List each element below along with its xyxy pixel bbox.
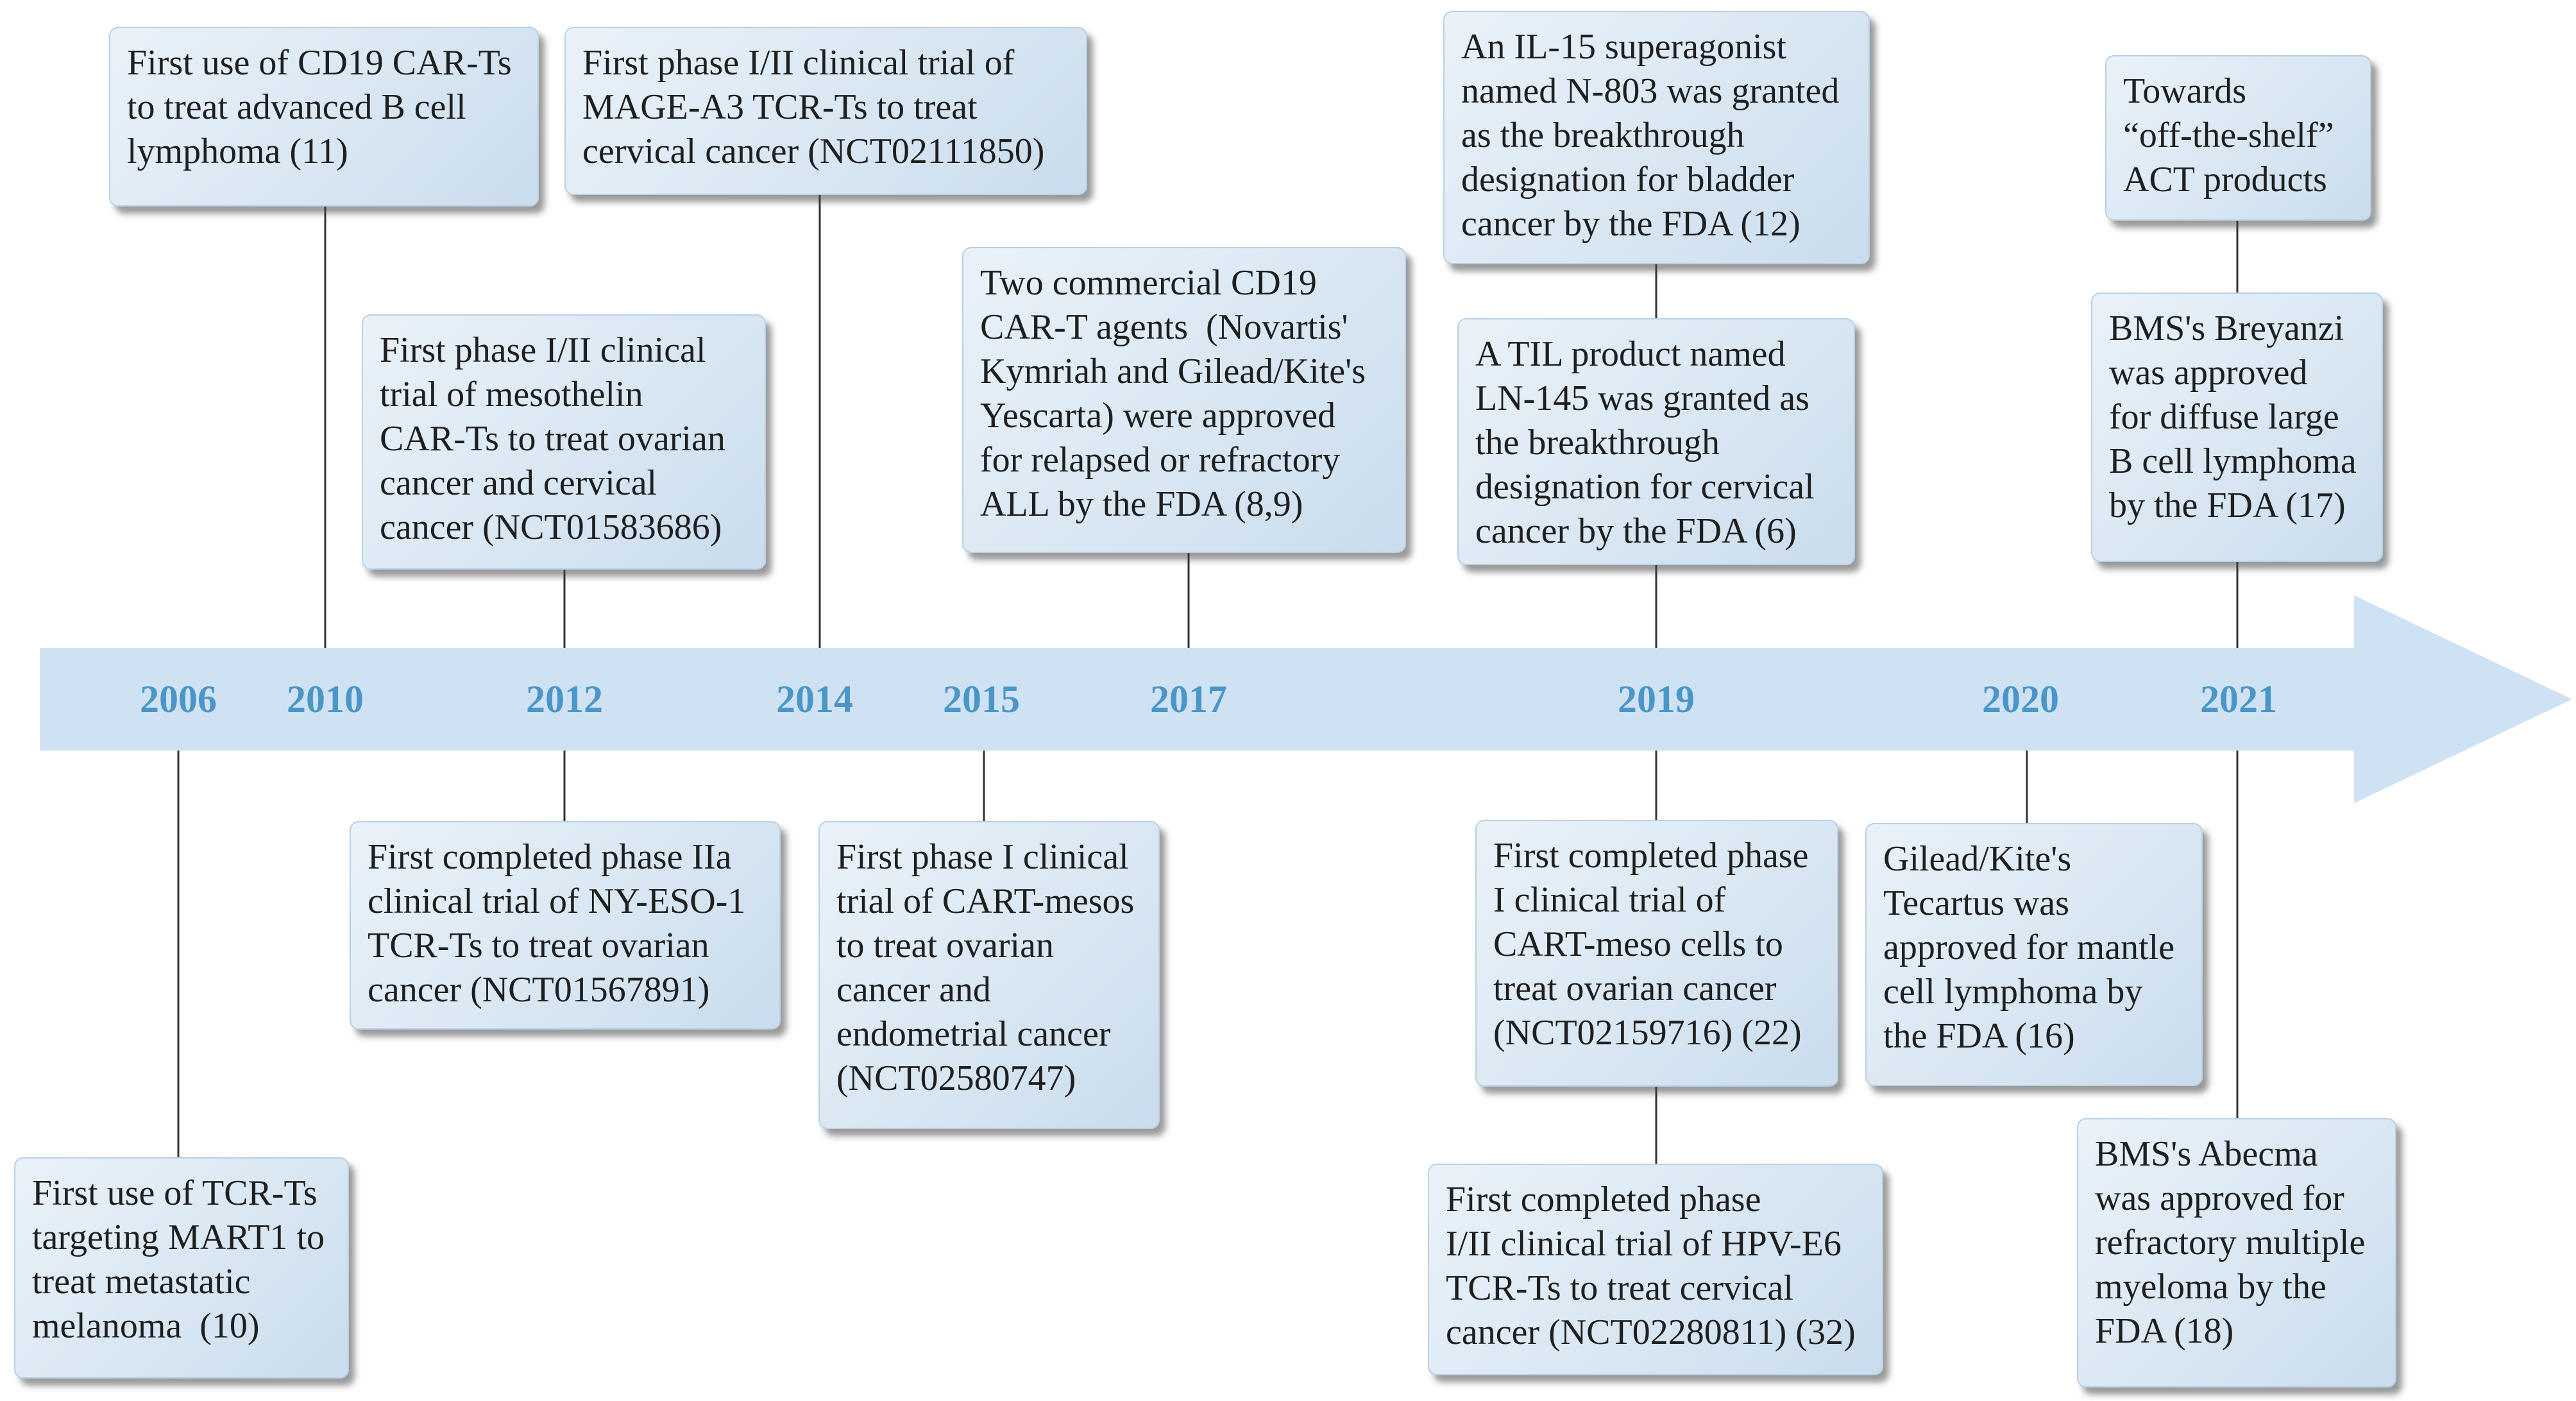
event-box-2006-mart1: First use of TCR-Ts targeting MART1 to t…: [14, 1157, 349, 1379]
year-label-2021: 2021: [2200, 678, 2277, 720]
event-box-2021-abecma: BMS's Abecma was approved for refractory…: [2077, 1118, 2396, 1388]
year-label-2006: 2006: [140, 678, 217, 720]
year-label-2019: 2019: [1618, 678, 1695, 720]
year-label-2014: 2014: [776, 678, 853, 720]
event-box-2012-ny-eso-1: First completed phase IIa clinical trial…: [350, 821, 781, 1030]
event-box-2019-hpv-e6: First completed phase I/II clinical tria…: [1428, 1164, 1883, 1375]
event-box-2019-il15: An IL-15 superagonist named N-803 was gr…: [1443, 11, 1870, 264]
event-box-2020-tecartus: Gilead/Kite's Tecartus was approved for …: [1865, 823, 2203, 1086]
event-box-2014-mage-a3: First phase I/II clinical trial of MAGE-…: [564, 27, 1087, 195]
year-label-2012: 2012: [526, 678, 603, 720]
year-label-2020: 2020: [1982, 678, 2059, 720]
event-box-2021-breyanzi: BMS's Breyanzi was approved for diffuse …: [2091, 293, 2383, 562]
event-box-2010-cd19-car-t: First use of CD19 CAR-Ts to treat advanc…: [109, 27, 539, 207]
event-box-2012-mesothelin: First phase I/II clinical trial of mesot…: [362, 314, 766, 570]
event-box-2017-commercial-cd19: Two commercial CD19 CAR-T agents (Novart…: [962, 247, 1406, 553]
year-label-2010: 2010: [287, 678, 364, 720]
event-box-2021-off-the-shelf: Towards “off-the-shelf” ACT products: [2105, 55, 2371, 221]
year-label-2017: 2017: [1150, 678, 1227, 720]
event-box-2015-cart-meso: First phase I clinical trial of CART-mes…: [818, 821, 1160, 1129]
year-label-2015: 2015: [943, 678, 1020, 720]
timeline-arrow: [40, 595, 2572, 803]
event-box-2019-cart-meso-cells: First completed phase I clinical trial o…: [1475, 820, 1838, 1087]
event-box-2019-til-ln145: A TIL product named LN-145 was granted a…: [1457, 318, 1855, 565]
